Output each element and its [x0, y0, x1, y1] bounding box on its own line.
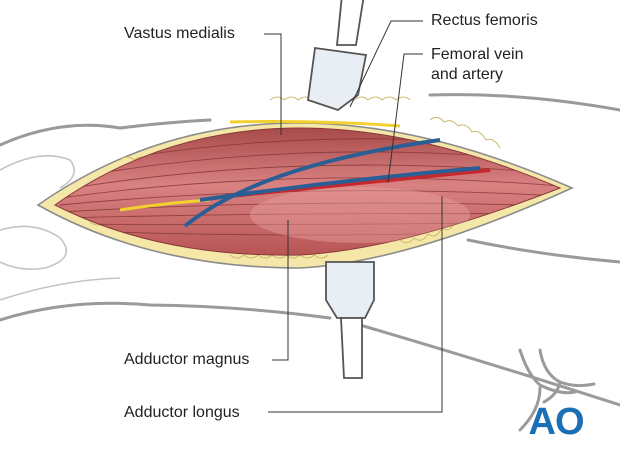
label-vastus-medialis: Vastus medialis — [124, 25, 235, 42]
label-adductor-magnus: Adductor magnus — [124, 351, 250, 368]
leader-adductor-magnus — [272, 220, 289, 361]
label-adductor-longus: Adductor longus — [124, 404, 240, 421]
leader-lines — [264, 20, 443, 413]
yellow-structure-upper — [229, 120, 401, 128]
label-femoral-vessels-line2: and artery — [431, 66, 504, 83]
leader-adductor-longus — [268, 196, 443, 413]
muscle-highlight — [250, 187, 470, 243]
label-rectus-femoris: Rectus femoris — [431, 12, 538, 29]
ao-logo-text: AO — [529, 401, 584, 443]
label-femoral-vessels-line1: Femoral vein — [431, 46, 524, 63]
label-femoral-vessels: Femoral vein and artery — [431, 45, 523, 85]
upper-retractor — [307, 0, 368, 112]
ao-logo-branch-icon — [538, 348, 596, 404]
leader-vastus-medialis — [264, 33, 282, 135]
lower-retractor — [325, 261, 375, 379]
leader-femoral-vessels — [387, 53, 423, 184]
thigh-outline — [0, 93, 620, 432]
ao-logo: AO — [529, 348, 596, 443]
saphenous-branch — [183, 138, 441, 228]
leader-rectus-femoris — [349, 20, 423, 108]
